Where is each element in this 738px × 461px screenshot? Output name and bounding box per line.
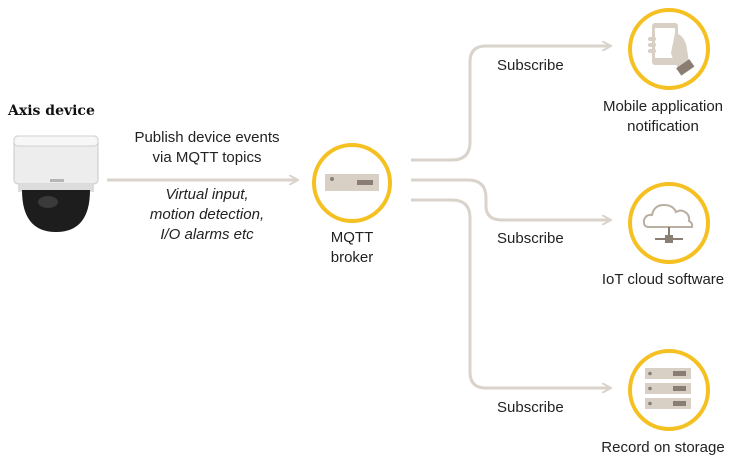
storage-server-icon bbox=[628, 349, 710, 431]
subscriber-label: Mobile application bbox=[602, 98, 724, 115]
subscribe-label: Subscribe bbox=[497, 57, 564, 74]
dome-camera-icon bbox=[13, 135, 99, 232]
subscriber-label: Record on storage bbox=[601, 439, 725, 456]
broker-label-line1: MQTT bbox=[330, 229, 374, 246]
broker-label-line2: broker bbox=[330, 249, 374, 266]
hand-phone-icon bbox=[628, 8, 710, 90]
publish-example: I/O alarms etc bbox=[160, 226, 254, 243]
server-box-icon bbox=[312, 143, 392, 223]
subscriber-label: notification bbox=[627, 118, 699, 135]
subscribe-label: Subscribe bbox=[497, 230, 564, 247]
device-title: Axis device bbox=[8, 103, 95, 119]
subscribe-label: Subscribe bbox=[497, 399, 564, 416]
subscribe-arrow-iot bbox=[411, 178, 610, 220]
cloud-network-icon bbox=[628, 182, 710, 264]
publish-label-line2: via MQTT topics bbox=[152, 149, 262, 166]
subscribe-arrow-mobile bbox=[411, 46, 610, 162]
publish-example: Virtual input, bbox=[165, 186, 249, 203]
publish-label-line1: Publish device events bbox=[134, 129, 280, 146]
publish-example: motion detection, bbox=[149, 206, 265, 223]
subscribe-arrow-storage bbox=[411, 198, 610, 388]
subscriber-label: IoT cloud software bbox=[601, 271, 725, 288]
